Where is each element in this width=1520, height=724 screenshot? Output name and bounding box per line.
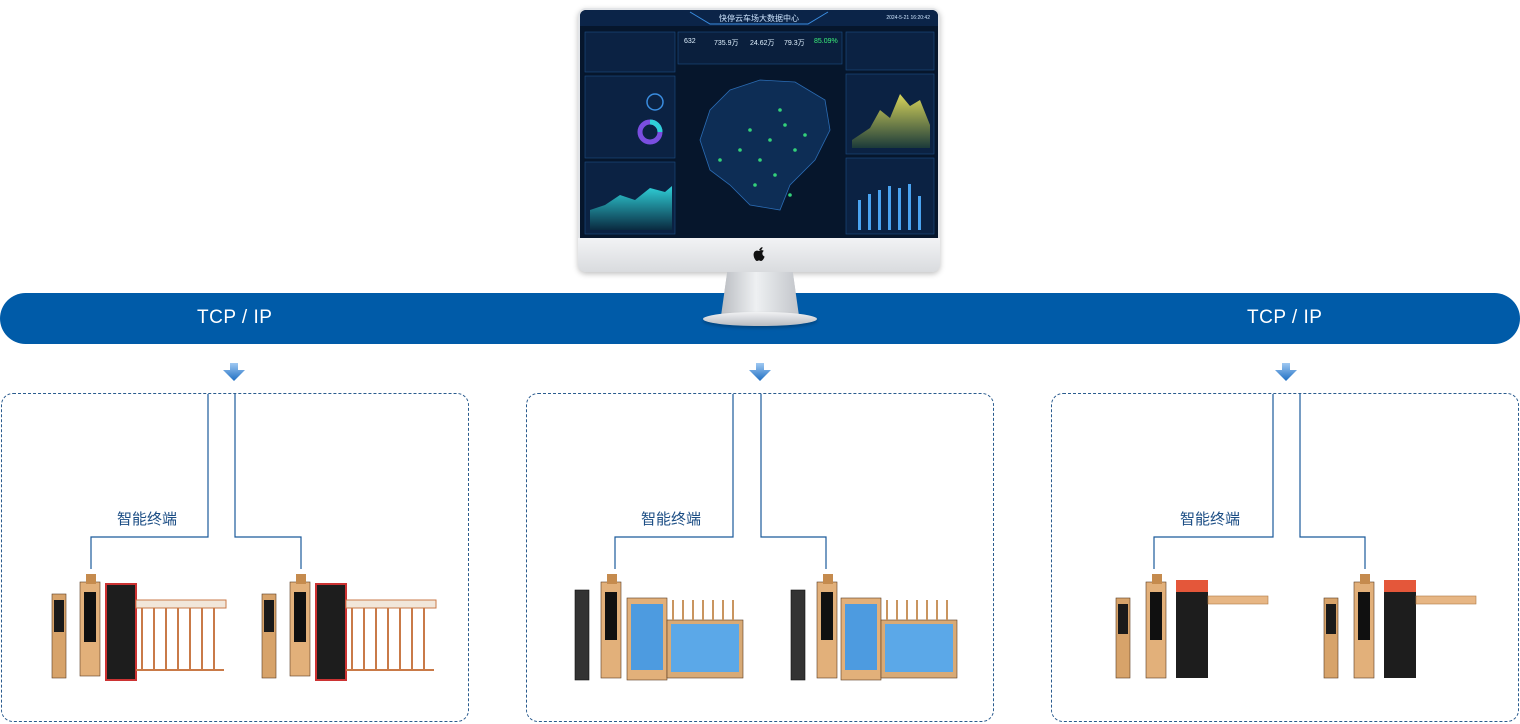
- kpi-value: 79.3万: [784, 40, 805, 47]
- parking-billboard-device: [790, 574, 958, 681]
- connector-lines: [1115, 394, 1477, 679]
- terminal-label: 智能终端: [1180, 511, 1241, 528]
- network-label: TCP / IP: [197, 307, 273, 328]
- network-label: TCP / IP: [1247, 307, 1323, 328]
- screen-title: 快停云车场大数据中心: [719, 14, 799, 23]
- parking-gate-device: [51, 574, 227, 681]
- screen-datetime: 2024-5-21 16:20:42: [886, 15, 930, 21]
- terminal-label: 智能终端: [117, 511, 178, 528]
- kpi-value: 735.9万: [714, 40, 739, 47]
- parking-gate-device: [261, 574, 437, 681]
- monitor-screen: 快停云车场大数据中心 2024-5-21 16:20:42 632 735.9万…: [580, 10, 938, 238]
- monitor-stand-foot: [703, 312, 817, 326]
- terminal-group: 智能终端: [526, 393, 994, 722]
- dashboard-graphics: [580, 10, 938, 235]
- down-arrow-icon: [1275, 363, 1297, 381]
- kpi-value: 85.09%: [814, 38, 838, 45]
- kpi-value: 632: [684, 38, 696, 45]
- monitor-body: 快停云车场大数据中心 2024-5-21 16:20:42 632 735.9万…: [578, 8, 940, 272]
- barrier-gate-device: [1323, 574, 1477, 679]
- monitor: 快停云车场大数据中心 2024-5-21 16:20:42 632 735.9万…: [578, 8, 940, 328]
- terminal-group: 智能终端: [1051, 393, 1519, 722]
- monitor-chin: [578, 238, 940, 272]
- monitor-stand-neck: [721, 272, 799, 316]
- connector-lines: [51, 394, 437, 681]
- apple-logo-icon: [753, 247, 765, 261]
- terminal-label: 智能终端: [641, 511, 702, 528]
- terminal-group: 智能终端: [1, 393, 469, 722]
- parking-billboard-device: [574, 574, 744, 681]
- connector-lines: [574, 394, 958, 681]
- down-arrow-icon: [749, 363, 771, 381]
- barrier-gate-device: [1115, 574, 1269, 679]
- down-arrow-icon: [223, 363, 245, 381]
- kpi-value: 24.62万: [750, 40, 775, 47]
